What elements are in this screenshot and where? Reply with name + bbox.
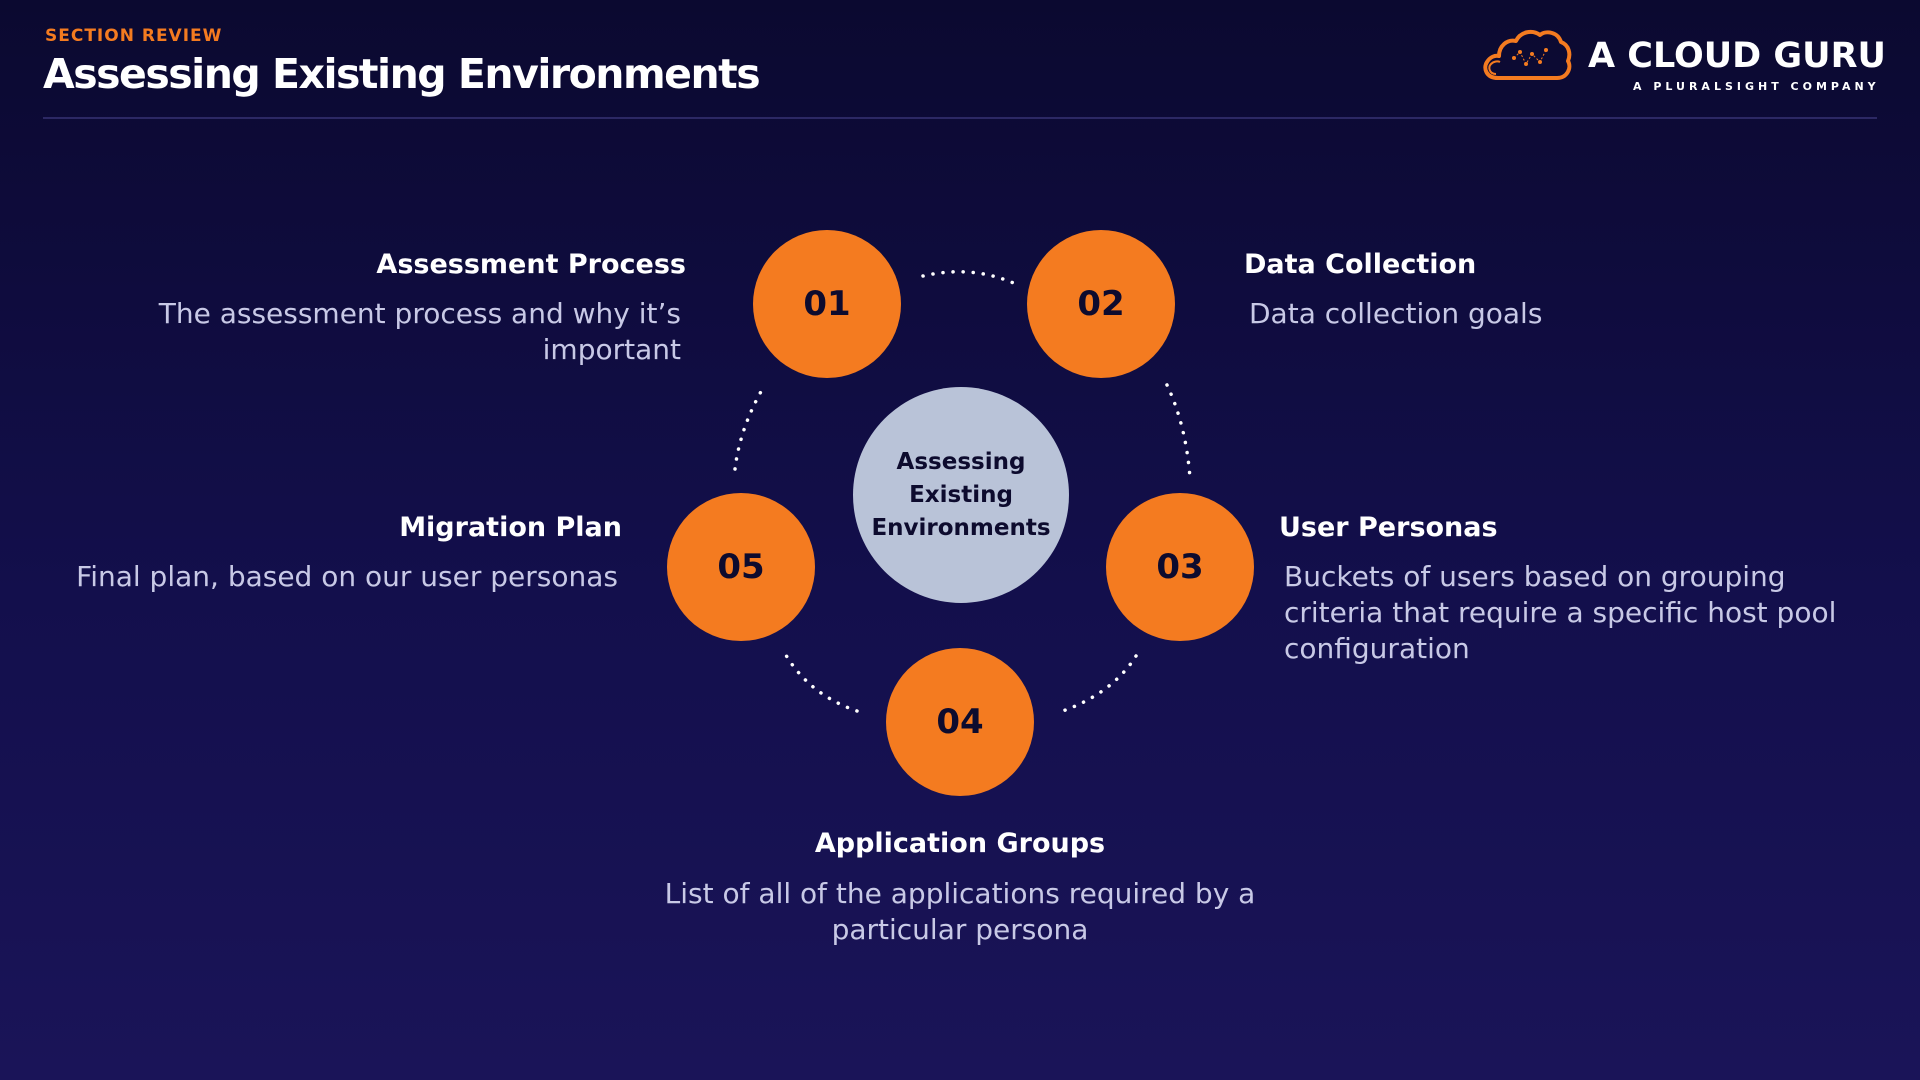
step-02-title: Data Collection [1244,249,1477,280]
step-05-description: Final plan, based on our user personas [76,560,618,593]
step-04-title: Application Groups [814,828,1106,859]
page-title: Assessing Existing Environments [43,50,761,98]
step-05-title: Migration Plan [399,512,622,543]
connector-04-05 [781,648,859,713]
logo-name: A CLOUD GURU [1588,36,1886,76]
step-01-description: The assessment process and why it’s impo… [158,297,681,366]
center-label: Assessing Existing Environments [871,448,1051,541]
connector-01-02 [921,270,1022,288]
step-04-description: List of all of the applications required… [664,877,1256,946]
connector-03-04 [1058,654,1138,714]
step-02-number: 02 [1077,284,1125,324]
step-01-number: 01 [803,284,851,324]
step-05-circle [667,493,815,641]
step-01-circle [753,230,901,378]
logo-tagline: A PLURALSIGHT COMPANY [1633,80,1880,93]
step-02-description: Data collection goals [1249,297,1543,330]
connector-02-03 [1165,383,1192,480]
step-05-number: 05 [717,547,765,587]
section-eyebrow: SECTION REVIEW [45,26,223,46]
connector-05-01 [733,386,765,471]
step-03-circle [1106,493,1254,641]
center-circle [853,387,1069,603]
step-03-description: Buckets of users based on grouping crite… [1284,560,1837,665]
brand-logo: A CLOUD GURU A PLURALSIGHT COMPANY [1480,24,1886,104]
step-03-number: 03 [1156,547,1204,587]
cloud-icon [1483,29,1572,80]
step-04-circle [886,648,1034,796]
step-02-circle [1027,230,1175,378]
header-divider [43,117,1877,119]
step-03-title: User Personas [1279,512,1498,543]
step-04-number: 04 [936,702,984,742]
step-01-title: Assessment Process [376,249,686,280]
